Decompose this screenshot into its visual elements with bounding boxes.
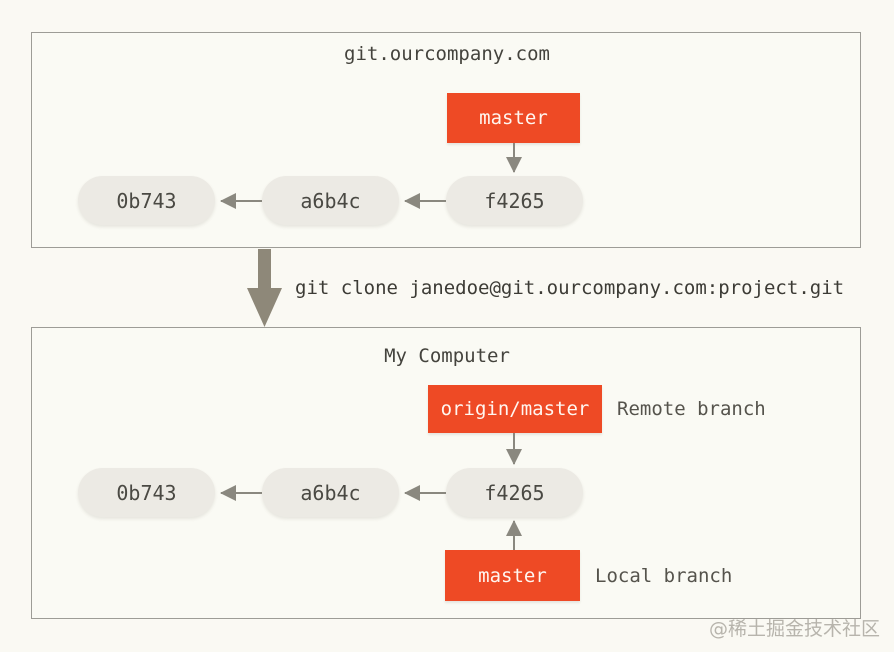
- local-branch-caption: Local branch: [595, 565, 733, 587]
- origin-master-branch-tag: origin/master: [428, 385, 602, 433]
- local-commit-node-f4265: f4265: [446, 468, 583, 517]
- remote-branch-caption: Remote branch: [617, 398, 766, 420]
- server-commit-node-f4265: f4265: [446, 176, 583, 225]
- server-commit-node-0b743: 0b743: [78, 176, 215, 225]
- local-box-title: My Computer: [384, 345, 510, 367]
- server-commit-node-a6b4c: a6b4c: [262, 176, 399, 225]
- server-box-title: git.ourcompany.com: [344, 43, 550, 65]
- server-master-branch-tag: master: [447, 93, 580, 143]
- clone-flow-arrow: [247, 249, 282, 327]
- local-commit-node-a6b4c: a6b4c: [262, 468, 399, 517]
- watermark-text: @稀土掘金技术社区: [708, 618, 880, 640]
- git-clone-command-text: git clone janedoe@git.ourcompany.com:pro…: [295, 277, 845, 299]
- local-master-branch-tag: master: [445, 550, 580, 601]
- local-commit-node-0b743: 0b743: [78, 468, 215, 517]
